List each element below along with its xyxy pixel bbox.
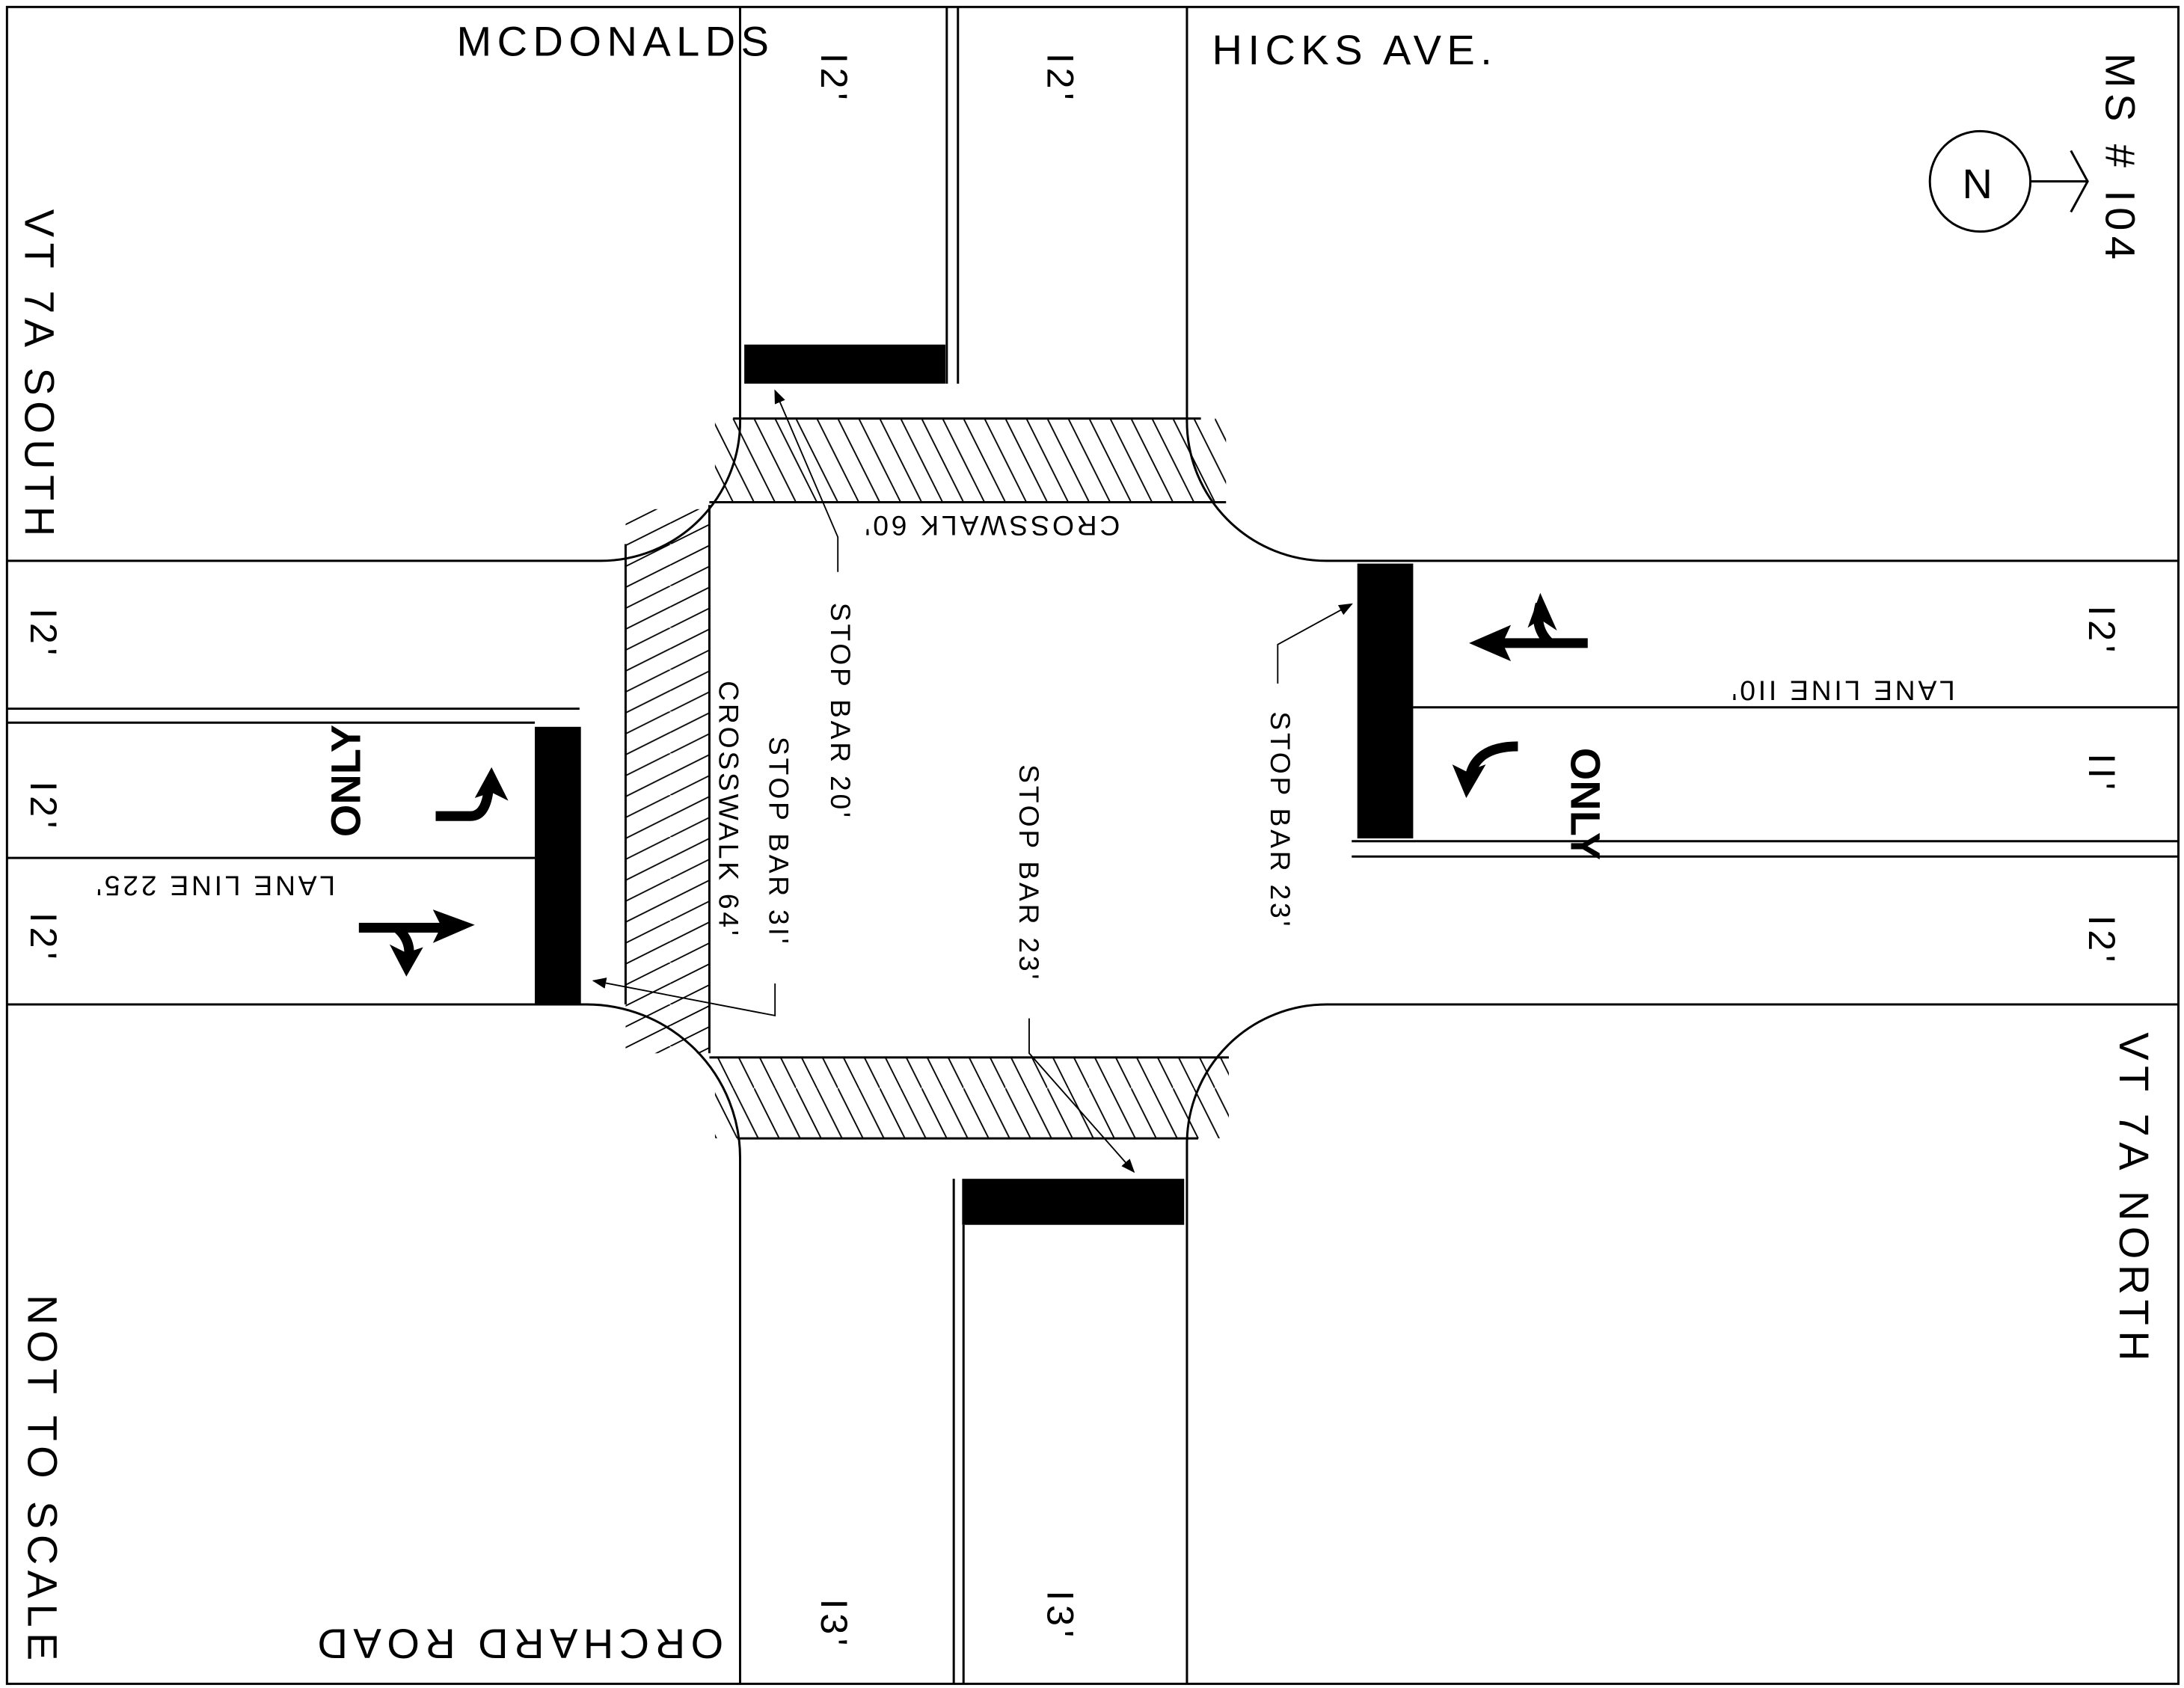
leader-lines [592,389,1353,1173]
street-label-orchard-road: ORCHARD ROAD [312,1621,723,1668]
svg-text:I2': I2' [22,912,65,963]
ms-number: MS # I04 [2096,53,2144,266]
stop-bar-south [962,1179,1185,1225]
crosswalk-north-label: CROSSWALK 60' [862,510,1120,541]
north-label: N [1962,160,1998,207]
arrow-through-right-west [358,909,475,977]
crosswalk-north [709,417,1227,503]
stop-bar-west [535,726,581,1005]
north-arrow: N [1928,129,2089,233]
street-label-vt7a-south: VT 7A SOUTH [16,209,64,542]
arrow-left-turn-through-east [1469,592,1588,662]
lane-line-west-label: LANE LINE 225' [93,870,335,901]
svg-text:I2': I2' [2081,915,2123,966]
stop-bar-north-label: STOP BAR 20' [825,603,856,820]
svg-text:I2': I2' [2081,606,2123,657]
sheet-border [5,5,2180,1685]
stop-bar-east-label: STOP BAR 23' [1265,711,1296,929]
svg-text:I3': I3' [813,1599,856,1650]
lane-lines [7,7,2179,1684]
svg-text:I2': I2' [22,782,65,832]
stop-bar-east [1357,563,1414,839]
svg-text:II': II' [2081,753,2123,794]
annotations: CROSSWALK 60' CROSSWALK 64' STOP BAR 20'… [93,510,1955,982]
lane-width-labels: I2' I2' I2' I2' I2' I2' II' I2' I3' I3' [22,53,2123,1650]
street-label-vt7a-north: VT 7A NORTH [2111,1032,2158,1366]
svg-text:I2': I2' [1039,53,1082,104]
crosswalk-south [709,1056,1229,1140]
stop-bar-north [744,344,945,384]
stop-bar-west-label: STOP BAR 3I' [764,737,795,947]
street-label-mcdonalds: MCDONALDS [457,18,775,65]
svg-text:I2': I2' [22,608,65,659]
street-label-hicks-ave: HICKS AVE. [1212,26,1498,73]
curb-northwest [7,7,742,562]
curb-southeast [1185,1003,2179,1684]
curb-northeast [1185,7,2179,562]
svg-text:I3': I3' [1039,1590,1082,1641]
crosswalk-west-label: CROSSWALK 64' [714,681,745,938]
arrow-left-turn-east [1452,741,1518,798]
only-marking-east: ONLY [1562,748,1609,860]
svg-text:I2': I2' [813,53,856,104]
arrow-left-turn-west [435,767,509,821]
lane-line-east-label: LANE LINE II0' [1729,675,1955,706]
stop-bar-south-label: STOP BAR 23' [1013,764,1045,982]
crosswalk-west [624,505,711,1054]
curb-southwest [7,1003,742,1684]
only-marking-west: ONLY [322,725,369,837]
not-to-scale-note: NOT TO SCALE [19,1295,66,1666]
